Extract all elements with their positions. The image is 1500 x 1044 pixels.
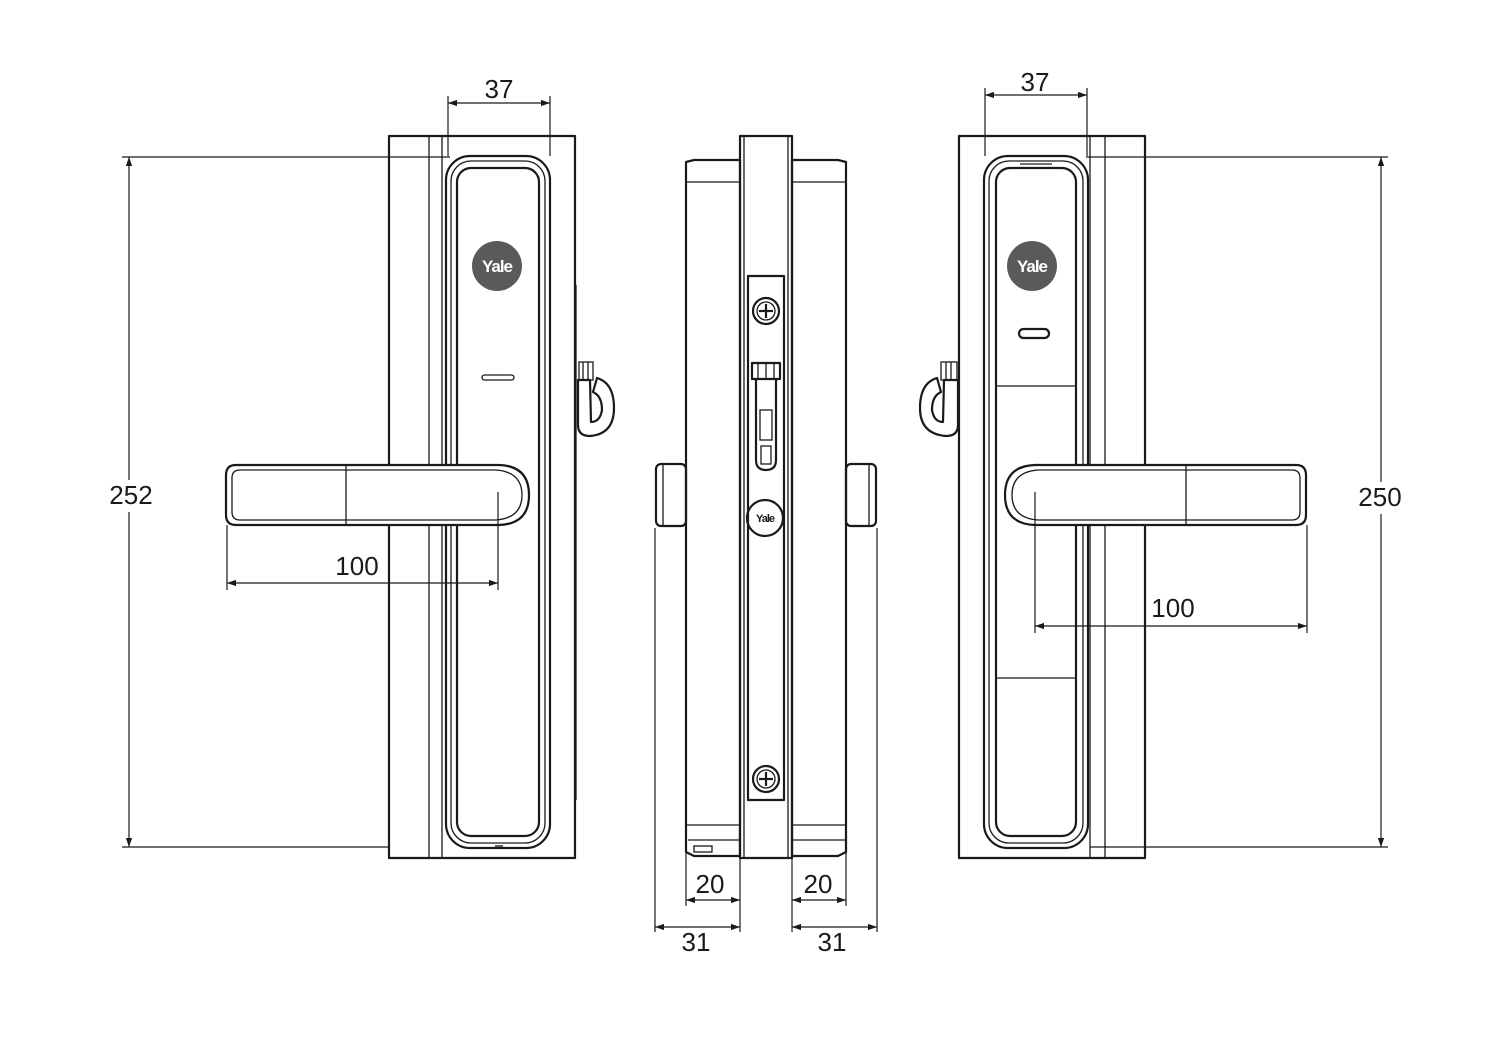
side-screw-top [751,296,781,326]
back-view: Yale [918,134,1308,860]
svg-text:Yale: Yale [482,257,513,276]
side-screw-bottom [751,764,781,794]
side-faceplate [738,134,794,860]
dim-back-width: 37 [1021,67,1050,97]
side-latch-bolt [750,361,782,472]
front-view: Yale [224,134,616,860]
front-yale-logo: Yale [472,241,522,291]
front-lever-handle [224,463,531,527]
side-left-body [684,158,742,858]
svg-text:Yale: Yale [756,513,775,525]
dim-front-height: 252 [109,480,152,510]
side-yale-logo: Yale [745,498,785,538]
back-thumb-turn [918,361,960,438]
dim-front-width: 37 [485,74,514,104]
side-right-body [790,158,848,858]
back-slot [1017,327,1051,340]
svg-text:Yale: Yale [1017,257,1048,276]
dimension-lines [122,88,1388,932]
dim-side-left-inner: 20 [696,869,725,899]
dim-side-right-inner: 20 [804,869,833,899]
dim-side-left-outer: 31 [682,927,711,957]
side-view: Yale [654,134,878,860]
side-strike-plate [746,274,786,802]
dim-back-lever: 100 [1151,593,1194,623]
back-yale-logo: Yale [1007,241,1057,291]
dim-side-right-outer: 31 [818,927,847,957]
side-lever-left [654,462,688,528]
front-thumb-turn [576,361,616,438]
front-slot [481,374,515,381]
dim-front-lever: 100 [335,551,378,581]
side-lever-right [844,462,878,528]
back-lever-handle [1003,463,1308,527]
dim-back-height: 250 [1358,482,1401,512]
